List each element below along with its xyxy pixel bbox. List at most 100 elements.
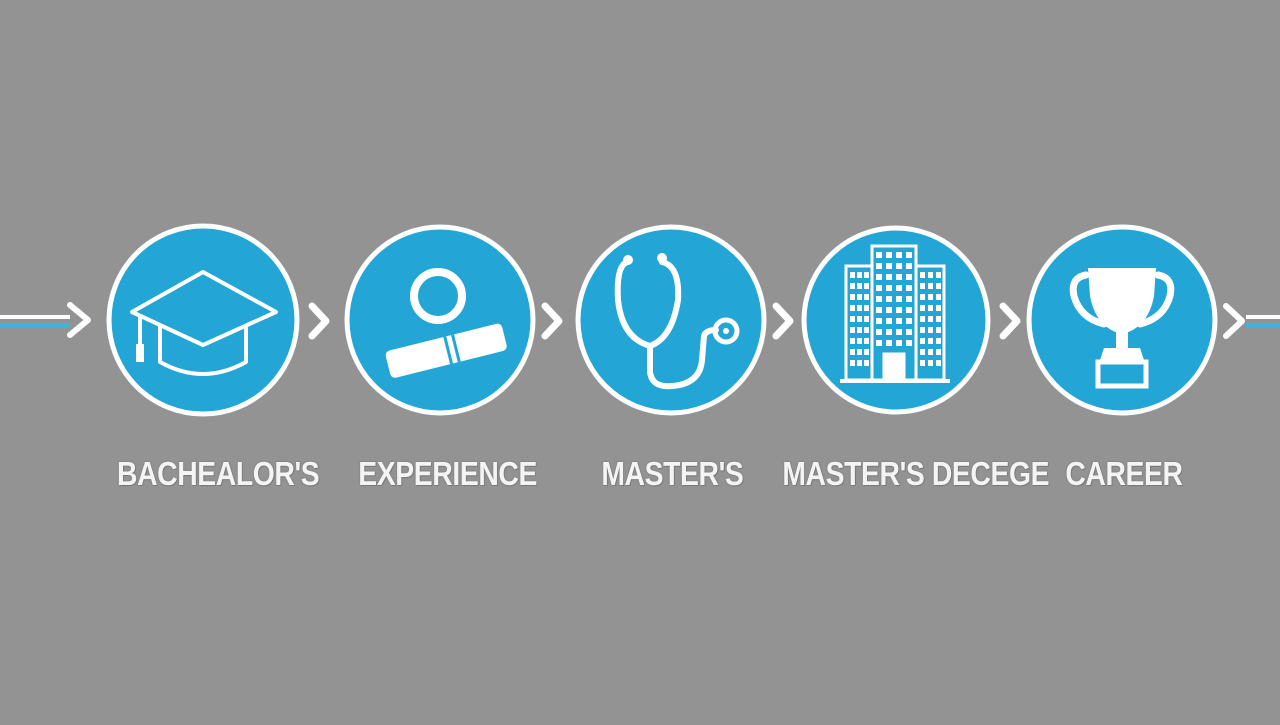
building-window — [876, 252, 882, 258]
building-window — [876, 340, 882, 346]
building-window — [876, 263, 882, 269]
building-window — [936, 316, 941, 322]
building-window — [857, 360, 862, 366]
building-window — [896, 263, 902, 269]
building-window — [906, 296, 912, 302]
chevron-connector-3 — [772, 302, 794, 340]
building-window — [857, 272, 862, 278]
building-window — [936, 272, 941, 278]
building-window — [876, 307, 882, 313]
building-window — [857, 305, 862, 311]
building-window — [936, 338, 941, 344]
building-window — [928, 294, 933, 300]
step-circle-experience — [344, 224, 536, 416]
building-window — [864, 338, 869, 344]
trophy-icon — [1069, 268, 1175, 389]
building-window — [886, 329, 892, 335]
step-circle-bachelors — [106, 223, 300, 417]
building-window — [876, 318, 882, 324]
building-window — [850, 272, 855, 278]
building-window — [920, 283, 925, 289]
building-window — [906, 274, 912, 280]
building-window — [928, 327, 933, 333]
building-window — [857, 283, 862, 289]
step-label-masters-degree: MASTER'S DECEGE — [782, 455, 1050, 492]
building-window — [886, 252, 892, 258]
building-window — [886, 318, 892, 324]
step-label-experience: EXPERIENCE — [358, 455, 537, 492]
building-window — [928, 349, 933, 355]
building-window — [920, 360, 925, 366]
building-window — [886, 340, 892, 346]
building-window — [928, 283, 933, 289]
building-window — [936, 294, 941, 300]
step-circle-masters-degree — [801, 225, 991, 415]
building-window — [886, 263, 892, 269]
building-window — [928, 316, 933, 322]
building-window — [896, 274, 902, 280]
building-window — [886, 274, 892, 280]
building-window — [864, 316, 869, 322]
building-window — [864, 305, 869, 311]
chevron-connector-1 — [308, 302, 330, 340]
right-connector — [1223, 303, 1280, 339]
building-window — [936, 327, 941, 333]
building-window — [906, 263, 912, 269]
building-window — [850, 360, 855, 366]
step-label-career: CAREER — [1065, 455, 1183, 492]
building-window — [886, 285, 892, 291]
building-window — [936, 305, 941, 311]
building-window — [876, 329, 882, 335]
building-window — [850, 349, 855, 355]
building-window — [864, 360, 869, 366]
step-circle-career — [1026, 224, 1218, 416]
building-window — [850, 338, 855, 344]
building-windows — [850, 252, 941, 366]
building-window — [920, 316, 925, 322]
building-window — [857, 338, 862, 344]
building-window — [936, 349, 941, 355]
building-window — [896, 340, 902, 346]
step-circle-masters — [575, 224, 767, 416]
building-window — [906, 285, 912, 291]
building-window — [928, 272, 933, 278]
building-window — [896, 296, 902, 302]
step-label-masters: MASTER'S — [601, 455, 744, 492]
building-window — [896, 252, 902, 258]
building-window — [906, 307, 912, 313]
building-window — [906, 329, 912, 335]
building-window — [920, 272, 925, 278]
office-building-icon — [840, 244, 950, 383]
building-window — [920, 294, 925, 300]
building-window — [936, 360, 941, 366]
building-window — [886, 307, 892, 313]
building-window — [886, 296, 892, 302]
building-window — [850, 283, 855, 289]
building-window — [850, 327, 855, 333]
building-window — [850, 316, 855, 322]
building-window — [896, 329, 902, 335]
building-window — [857, 349, 862, 355]
building-window — [906, 252, 912, 258]
building-window — [928, 338, 933, 344]
building-window — [906, 340, 912, 346]
building-window — [857, 327, 862, 333]
building-window — [928, 360, 933, 366]
building-window — [928, 305, 933, 311]
building-window — [920, 349, 925, 355]
building-window — [896, 307, 902, 313]
building-window — [906, 318, 912, 324]
step-label-bachelors: BACHEALOR'S — [117, 455, 320, 492]
chevron-connector-4 — [999, 302, 1021, 340]
building-window — [896, 318, 902, 324]
graduation-cap-icon — [130, 270, 278, 376]
building-window — [857, 316, 862, 322]
building-window — [920, 338, 925, 344]
building-window — [896, 285, 902, 291]
building-window — [864, 283, 869, 289]
chevron-connector-2 — [541, 302, 563, 340]
building-window — [857, 294, 862, 300]
building-window — [920, 327, 925, 333]
building-window — [864, 294, 869, 300]
